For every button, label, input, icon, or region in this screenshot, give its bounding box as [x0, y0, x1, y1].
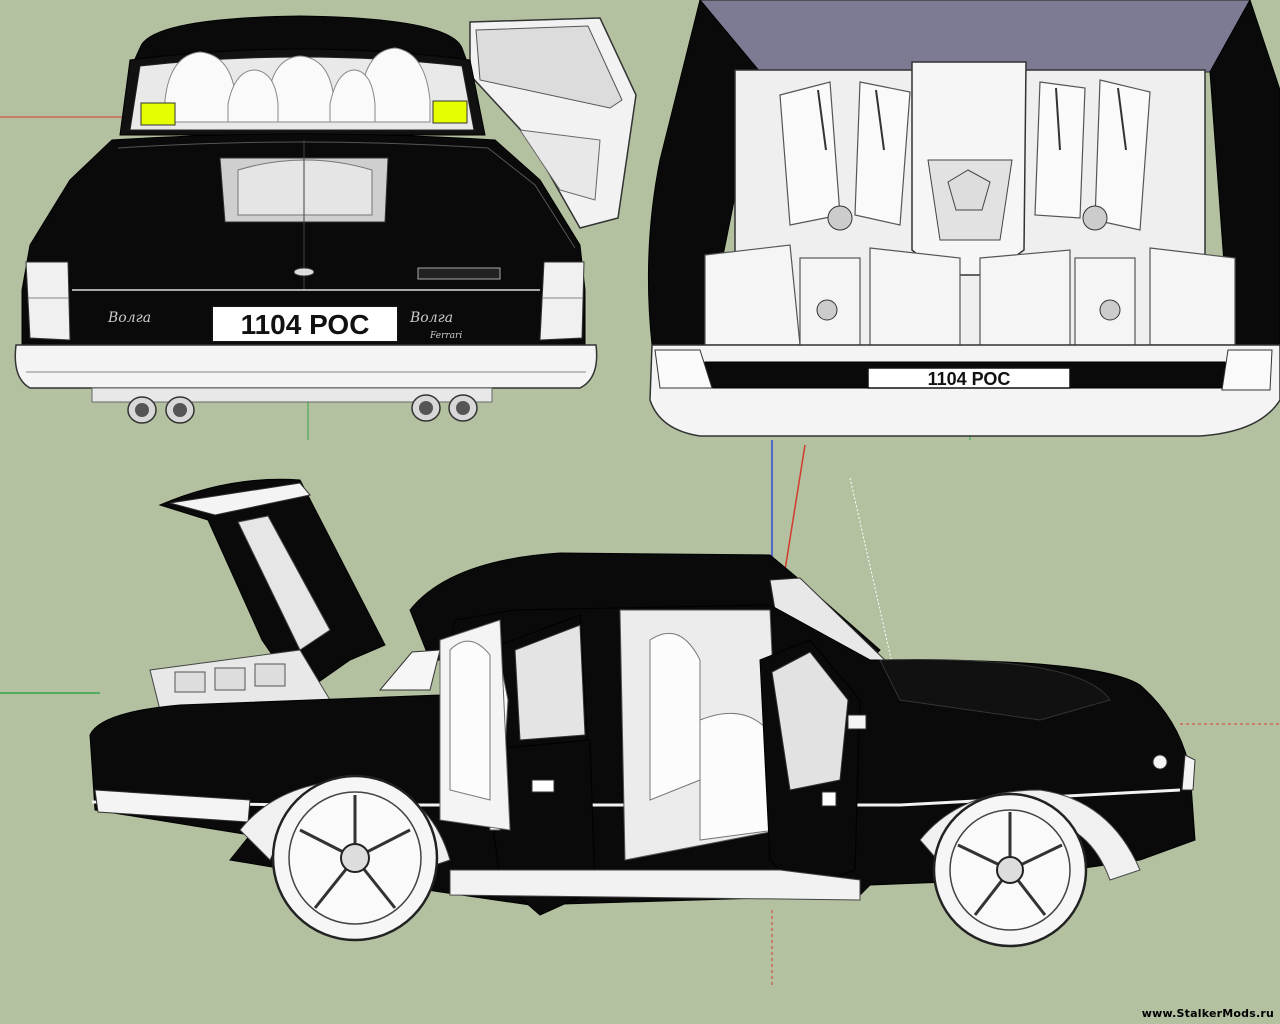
rear-badge-ferrari: Ferrari	[429, 331, 462, 341]
front-wheel	[932, 792, 1088, 948]
rear-license-plate: 1104 РОС	[241, 309, 370, 340]
side-view-car	[89, 478, 1196, 948]
site-watermark: www.StalkerMods.ru	[1141, 1007, 1274, 1020]
rear-view-car: 1104 РОС Волга Волга Ferrari	[14, 15, 637, 424]
rear-badge-right: Волга	[409, 310, 453, 326]
engine-view-license-plate: 1104 РОС	[928, 369, 1011, 389]
engine-bay-view-car: 1104 РОС	[647, 0, 1280, 437]
rear-badge-left: Волга	[107, 310, 151, 326]
rear-wheel	[271, 774, 439, 942]
